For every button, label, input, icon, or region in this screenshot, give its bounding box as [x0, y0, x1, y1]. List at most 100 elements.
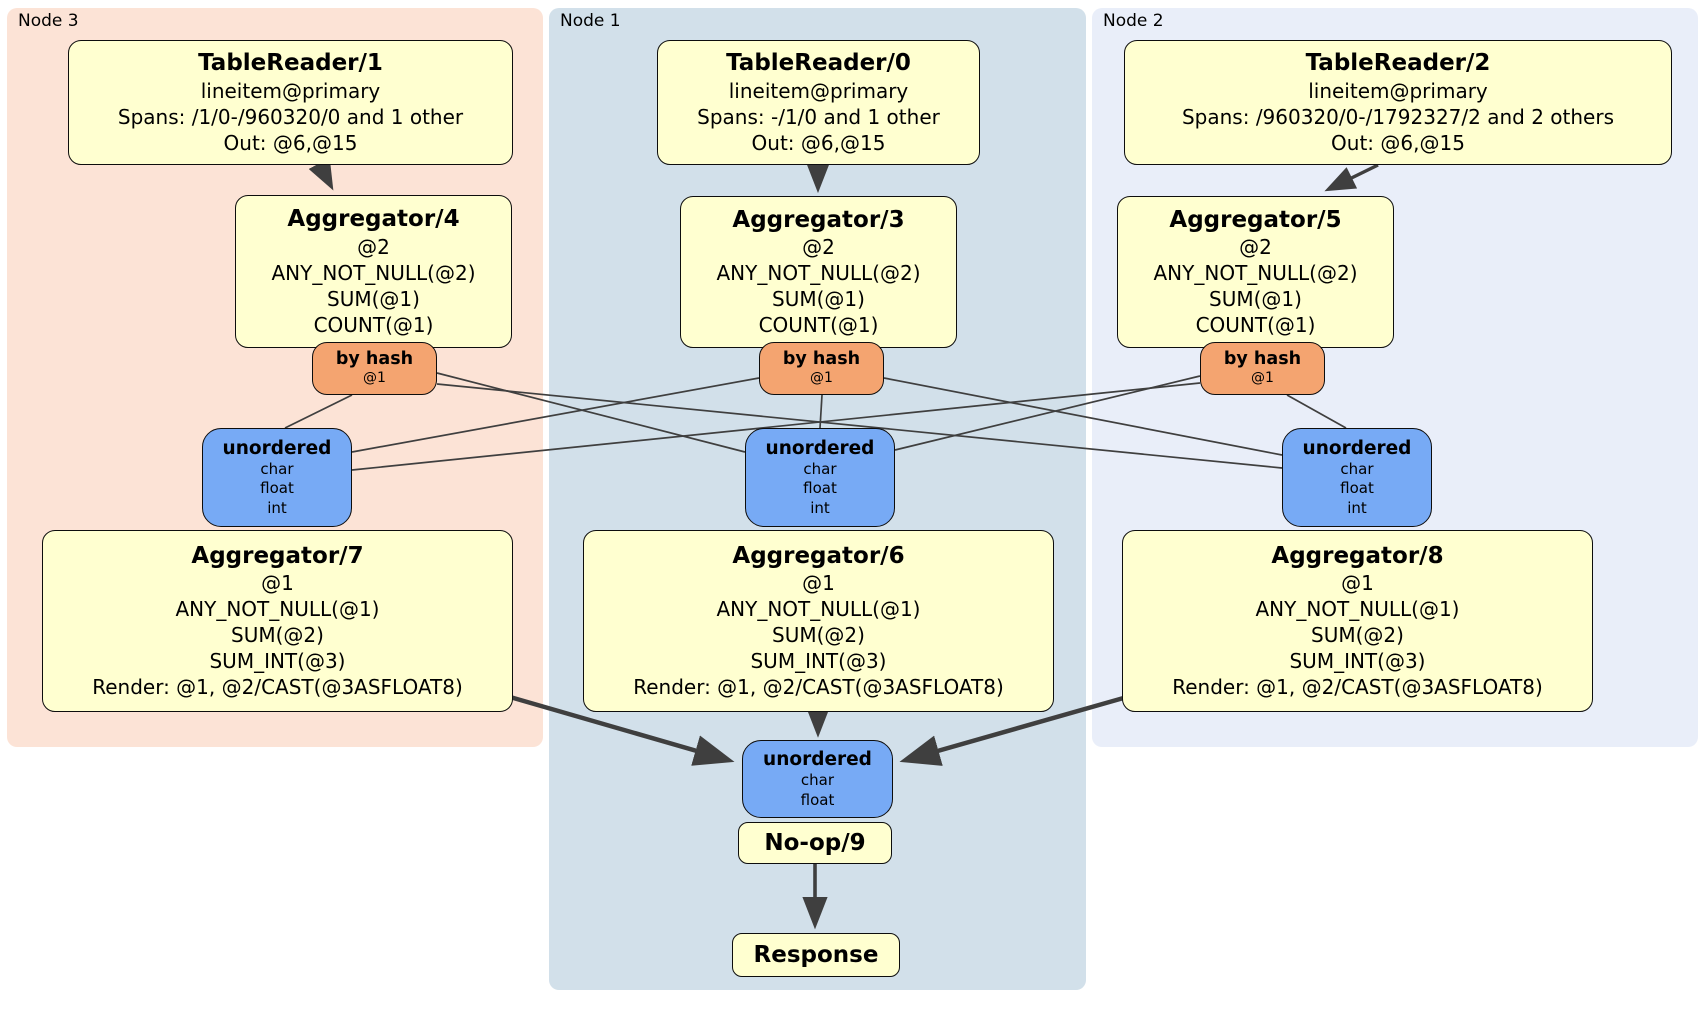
detail-line: Out: @6,@15 — [1331, 130, 1465, 155]
detail-line: @1 — [363, 370, 386, 387]
router-details: @1 — [810, 370, 833, 388]
detail-line: SUM_INT(@3) — [1289, 649, 1426, 674]
detail-line: SUM(@2) — [231, 623, 324, 648]
router-title: by hash — [1223, 349, 1302, 370]
detail-line: float — [1340, 479, 1374, 498]
detail-line: char — [803, 460, 837, 479]
processor-title: No-op/9 — [764, 829, 866, 856]
detail-line: @1 — [1341, 571, 1374, 596]
edge-tr2-agg5 — [1324, 163, 1379, 192]
detail-line: ANY_NOT_NULL(@2) — [271, 260, 476, 285]
detail-line: SUM(@1) — [772, 287, 865, 312]
detail-line: @1 — [802, 571, 835, 596]
edge-byhash5-unordered7 — [351, 382, 1201, 471]
processor-title: Aggregator/5 — [1169, 206, 1342, 233]
edge-byhash4-unordered7 — [284, 394, 353, 429]
detail-line: SUM_INT(@3) — [750, 649, 887, 674]
detail-line: SUM(@2) — [772, 623, 865, 648]
edge-byhash4-unordered8 — [436, 383, 1283, 469]
node3-label: Node 3 — [18, 11, 79, 31]
detail-line: COUNT(@1) — [758, 313, 879, 338]
detail-line: Spans: /960320/0-/1792327/2 and 2 others — [1181, 104, 1614, 129]
edge-byhash3-unordered8 — [883, 377, 1283, 456]
edge-byhash3-unordered7 — [351, 377, 760, 453]
detail-line: ANY_NOT_NULL(@1) — [716, 597, 921, 622]
detail-line: @2 — [1239, 235, 1272, 260]
detail-line: @1 — [810, 370, 833, 387]
processor-noop-9: No-op/9 — [738, 822, 892, 864]
detail-line: lineitem@primary — [1308, 78, 1488, 103]
detail-line: ANY_NOT_NULL(@2) — [716, 261, 921, 286]
detail-line: SUM(@1) — [327, 286, 420, 311]
processor-title: TableReader/0 — [726, 50, 911, 77]
edge-tr1-agg4 — [308, 157, 334, 191]
router-details: @1 — [363, 370, 386, 388]
edge-byhash5-unordered6 — [894, 375, 1201, 451]
detail-line: @2 — [802, 235, 835, 260]
detail-line: char — [1340, 460, 1374, 479]
edge-byhash4-unordered6 — [436, 372, 746, 453]
router-title: by hash — [335, 349, 414, 370]
detail-line: SUM(@2) — [1311, 623, 1404, 648]
processor-response: Response — [732, 933, 900, 977]
processor-title: TableReader/2 — [1305, 50, 1491, 77]
stream-title: unordered — [763, 749, 872, 771]
detail-line: ANY_NOT_NULL(@1) — [1255, 597, 1460, 622]
detail-line: char — [800, 771, 835, 790]
router-by-hash-5: by hash @1 — [1200, 342, 1325, 395]
detail-line: float — [803, 479, 837, 498]
detail-line: float — [800, 790, 835, 809]
stream-title: unordered — [1302, 438, 1412, 460]
detail-line: Render: @1, @2/CAST(@3ASFLOAT8) — [633, 675, 1004, 700]
detail-line: int — [267, 498, 287, 517]
router-title: by hash — [782, 349, 861, 370]
detail-line: SUM_INT(@3) — [209, 649, 346, 674]
detail-line: ANY_NOT_NULL(@2) — [1153, 261, 1358, 286]
detail-line: lineitem@primary — [200, 78, 381, 103]
detail-line: COUNT(@1) — [313, 312, 434, 337]
detail-line: Spans: /1/0-/960320/0 and 1 other — [117, 104, 464, 129]
stream-title: unordered — [765, 438, 875, 460]
detail-line: @2 — [357, 234, 390, 259]
detail-line: Render: @1, @2/CAST(@3ASFLOAT8) — [1172, 675, 1543, 700]
processor-title: Response — [753, 941, 879, 968]
stream-title: unordered — [222, 438, 332, 460]
processor-title: Aggregator/6 — [732, 542, 905, 569]
detail-line: int — [1347, 498, 1367, 517]
detail-line: float — [260, 479, 294, 498]
edge-byhash5-unordered8 — [1286, 394, 1347, 429]
detail-line: SUM(@1) — [1209, 287, 1302, 312]
detail-line: int — [810, 498, 830, 517]
processor-title: TableReader/1 — [198, 50, 383, 77]
detail-line: lineitem@primary — [728, 78, 909, 103]
detail-line: COUNT(@1) — [1195, 313, 1316, 338]
router-by-hash-3: by hash @1 — [759, 342, 884, 395]
node1-label: Node 1 — [560, 11, 621, 31]
processor-title: Aggregator/8 — [1271, 542, 1444, 569]
detail-line: Out: @6,@15 — [223, 130, 358, 155]
edge-agg7-unordered9 — [509, 694, 735, 766]
processor-title: Aggregator/4 — [287, 206, 460, 233]
